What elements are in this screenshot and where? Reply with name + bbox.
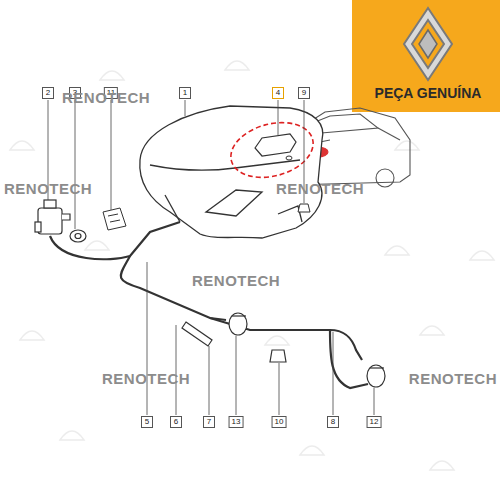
callout-number: 13 xyxy=(229,416,244,428)
watermark: RENOTECH xyxy=(102,371,190,386)
washer-nozzles xyxy=(229,313,385,387)
callout-number: 1 xyxy=(179,87,191,99)
watermark: RENOTECH xyxy=(4,181,92,196)
callout-number: 8 xyxy=(327,416,339,428)
watermark: RENOTECH xyxy=(192,273,280,288)
hose-clip xyxy=(103,208,126,230)
watermark: RENOTECH xyxy=(409,371,497,386)
callout-number: 10 xyxy=(272,416,287,428)
mount-nut xyxy=(298,204,310,212)
callout-number: 12 xyxy=(367,416,382,428)
callout-number: 4 xyxy=(272,87,284,99)
callout-number: 7 xyxy=(203,416,215,428)
watermark: RENOTECH xyxy=(62,90,150,105)
callout-number: 6 xyxy=(170,416,182,428)
pump-grommet xyxy=(70,230,86,242)
leader-lines xyxy=(48,100,374,415)
brand-badge xyxy=(352,0,500,112)
callout-number: 5 xyxy=(141,416,153,428)
washer-pump xyxy=(35,200,70,234)
callout-number: 9 xyxy=(298,87,310,99)
watermark-logos xyxy=(10,61,494,470)
watermark: RENOTECH xyxy=(276,181,364,196)
washer-reservoir xyxy=(140,106,323,238)
brand-logo xyxy=(404,8,452,80)
filler-cap xyxy=(225,114,320,186)
callout-number: 2 xyxy=(42,87,54,99)
badge-text: PEÇA GENUÍNA xyxy=(375,86,482,100)
